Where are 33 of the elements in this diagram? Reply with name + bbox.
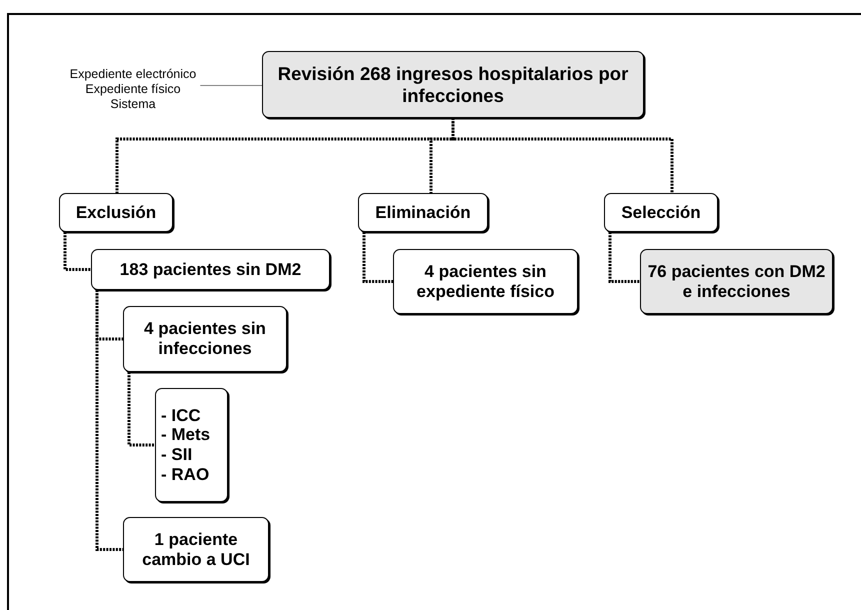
node-text: - SII bbox=[161, 445, 192, 465]
node-text: - RAO bbox=[161, 464, 210, 484]
node-text: 76 pacientes con DM2 e infecciones bbox=[646, 262, 826, 302]
node-text: 1 paciente cambio a UCI bbox=[141, 530, 251, 570]
list-box bbox=[155, 388, 228, 502]
category-box bbox=[59, 193, 173, 232]
connector-line bbox=[64, 232, 91, 271]
connector-line bbox=[96, 290, 123, 551]
node-text: - Mets bbox=[161, 425, 210, 445]
node-text: 4 pacientes sin expediente físico bbox=[416, 262, 556, 302]
process-box bbox=[123, 306, 287, 372]
node-text: Revisión 268 ingresos hospitalarios por infecciones bbox=[276, 63, 630, 106]
node-text: Eliminación bbox=[375, 202, 471, 222]
process-box bbox=[123, 517, 269, 582]
connector-line bbox=[362, 232, 393, 283]
node-text: - ICC bbox=[161, 406, 201, 426]
node-text: Expediente físico bbox=[85, 82, 181, 96]
category-box bbox=[604, 193, 718, 232]
node-text: 4 pacientes sin infecciones bbox=[143, 319, 267, 359]
node-text: Sistema bbox=[110, 96, 156, 112]
node-text: 183 pacientes sin DM2 bbox=[120, 260, 302, 280]
process-box bbox=[393, 249, 578, 314]
connector-line bbox=[200, 85, 262, 86]
process-box bbox=[640, 249, 833, 314]
connector-line bbox=[128, 372, 155, 446]
connector-line bbox=[452, 118, 674, 193]
category-box bbox=[358, 193, 488, 232]
process-box bbox=[91, 249, 330, 290]
connector-line bbox=[608, 232, 640, 283]
node-text: Exclusión bbox=[76, 202, 156, 222]
node-text: Expediente electrónico bbox=[70, 66, 196, 82]
node-text: Selección bbox=[621, 202, 701, 222]
process-box bbox=[262, 51, 644, 118]
